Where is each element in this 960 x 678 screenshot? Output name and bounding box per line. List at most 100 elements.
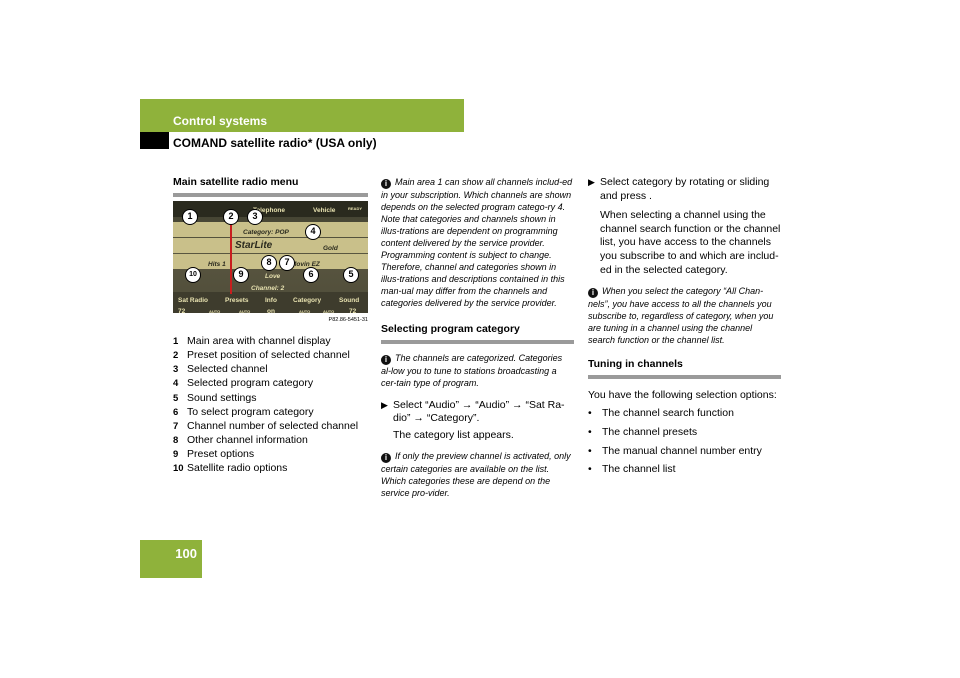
info-icon: i <box>381 179 391 189</box>
legend-item: 4 Selected program category <box>173 377 368 391</box>
legend-item: 1 Main area with channel display <box>173 335 368 349</box>
legend-text: To select program category <box>187 405 314 418</box>
info-icon: i <box>588 288 598 299</box>
figure-id: P82.86-5451-31 <box>328 316 368 323</box>
legend-number: 8 <box>173 434 179 446</box>
list-item: •The channel list <box>588 463 781 477</box>
legend-text: Selected program category <box>187 377 314 390</box>
bullet-icon: • <box>588 444 592 457</box>
legend-number: 7 <box>173 420 179 432</box>
station-hits: Hits 1 <box>208 260 226 268</box>
section-title: Control systems <box>173 114 268 128</box>
callout-3: 3 <box>247 208 263 225</box>
climate-auto-1: AUTO <box>209 308 221 313</box>
callout-1: 1 <box>182 208 198 225</box>
note-text: When you select the category “All Chan-n… <box>588 286 774 346</box>
instruction-step: ▶Select “Audio” → “Audio” → “Sat Ra-dio”… <box>381 399 574 426</box>
legend-number: 10 <box>173 463 184 475</box>
legend-text: Preset options <box>187 447 255 460</box>
list-item-text: The channel presets <box>602 425 698 438</box>
selection-marker-line <box>230 213 232 294</box>
climate-on: on <box>267 307 275 313</box>
callout-10: 10 <box>185 266 201 283</box>
legend-number: 4 <box>173 378 179 390</box>
list-item-text: The manual channel number entry <box>602 444 762 457</box>
step-arrow-icon: ▶ <box>588 177 595 187</box>
bullet-icon: • <box>588 425 592 438</box>
selecting-category-heading: Selecting program category <box>381 323 574 344</box>
callout-6: 6 <box>303 266 319 283</box>
legend-item: 7 Channel number of selected channel <box>173 420 368 434</box>
callout-9: 9 <box>233 266 249 283</box>
legend-item: 9 Preset options <box>173 448 368 462</box>
legend-item: 2 Preset position of selected channel <box>173 349 368 363</box>
column-3: ▶ Select category by rotating or sliding … <box>588 176 781 482</box>
page-number: 100 <box>140 540 202 578</box>
climate-auto-2: AUTO <box>239 308 251 313</box>
radio-screen-figure: Telephone Vehicle READY Category: POP St… <box>173 200 368 313</box>
tab-vehicle: Vehicle <box>313 206 336 214</box>
options-intro: You have the following selection options… <box>588 388 777 401</box>
legend-text: Satellite radio options <box>187 462 288 475</box>
channel-access-paragraph: When selecting a channel using the chann… <box>600 209 781 276</box>
tuning-heading: Tuning in channels <box>588 358 781 379</box>
legend-number: 6 <box>173 406 179 418</box>
climate-right: 72 <box>349 307 357 313</box>
note-text: If only the preview channel is activated… <box>381 451 571 499</box>
step-text: Select “Audio” → “Audio” → “Sat Ra-dio” … <box>393 398 565 425</box>
softkey-category: Category <box>293 296 322 304</box>
note-text: The channels are categorized. Categories… <box>381 352 563 388</box>
legend-number: 5 <box>173 392 179 404</box>
header-bar <box>140 99 464 132</box>
climate-left: 72 <box>178 307 186 313</box>
legend-number: 9 <box>173 448 179 460</box>
legend-text: Sound settings <box>187 391 257 404</box>
screen-top-bar <box>173 200 368 217</box>
callout-2: 2 <box>223 208 239 225</box>
callout-7: 7 <box>279 254 295 271</box>
options-list: •The channel search function •The channe… <box>588 407 781 476</box>
legend-number: 1 <box>173 336 179 348</box>
legend-text: Main area with channel display <box>187 335 331 348</box>
legend-number: 2 <box>173 350 179 362</box>
info-icon: i <box>381 354 391 365</box>
info-icon: i <box>381 453 391 464</box>
column-1: Main satellite radio menu Telephone Vehi… <box>173 176 368 476</box>
channel-label: Channel: 2 <box>251 284 285 292</box>
page-title: COMAND satellite radio* (USA only) <box>173 136 377 150</box>
station-name: StarLite <box>235 239 273 251</box>
note-text: Main area 1 can show all channels includ… <box>381 177 573 308</box>
list-item: • The channel presets <box>588 426 781 440</box>
tab-telephone: Telephone <box>253 206 286 214</box>
softkey-presets: Presets <box>225 296 249 304</box>
step-text: Select category by rotating or sliding a… <box>600 176 770 202</box>
category-label: Category: POP <box>243 228 289 236</box>
softkey-sound: Sound <box>339 296 360 304</box>
station-love: Love <box>265 272 281 280</box>
list-item: • The manual channel number entry <box>588 445 781 459</box>
legend-number: 3 <box>173 364 179 376</box>
legend-text: Other channel information <box>187 433 308 446</box>
legend-item: 6 To select program category <box>173 406 368 420</box>
climate-auto-4: AUTO <box>323 308 335 313</box>
instruction-step: ▶ Select category by rotating or sliding … <box>588 176 781 203</box>
list-item-text: The channel search function <box>602 407 734 420</box>
list-item-text: The channel list <box>602 463 676 476</box>
softkey-info: Info <box>265 296 277 304</box>
legend-text: Preset position of selected channel <box>187 349 350 362</box>
legend-item: 8 Other channel information <box>173 434 368 448</box>
legend-item: 5 Sound settings <box>173 392 368 406</box>
legend-text: Channel number of selected channel <box>187 419 359 432</box>
callout-4: 4 <box>305 223 321 240</box>
header-marker <box>140 132 169 149</box>
station-gold: Gold <box>323 244 338 252</box>
main-menu-heading: Main satellite radio menu <box>173 176 368 197</box>
